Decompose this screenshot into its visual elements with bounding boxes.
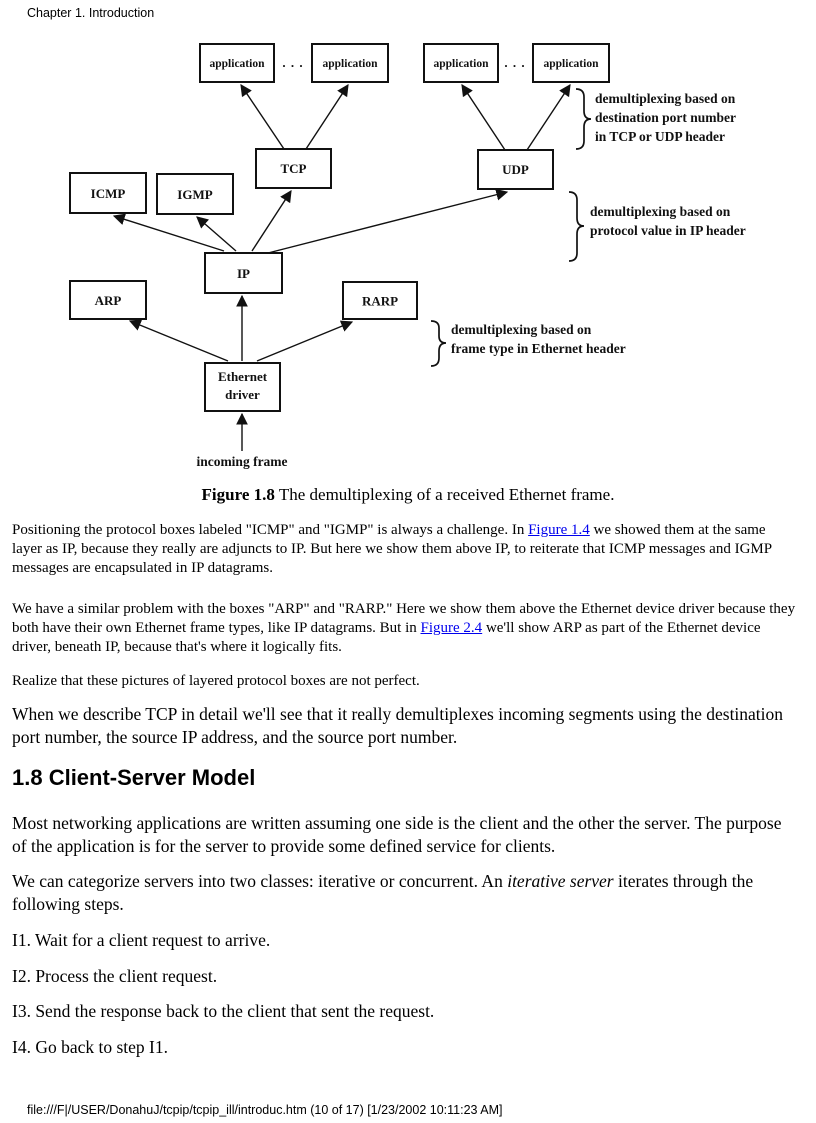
arrow-ip-to-tcp — [251, 190, 292, 252]
step-item-i1: I1. Wait for a client request to arrive. — [12, 930, 271, 950]
figure-2-4-link[interactable]: Figure 2.4 — [420, 620, 483, 636]
application-box-4: application — [532, 43, 610, 83]
arp-label: ARP — [95, 293, 122, 308]
annotation-line: demultiplexing based on — [590, 204, 731, 219]
body-text: Positioning the protocol boxes labeled "… — [12, 521, 796, 1059]
ethernet-driver-label-line1: Ethernet — [218, 369, 268, 384]
step-item-i3: I3. Send the response back to the client… — [12, 1001, 435, 1021]
paragraph-text: iterates through the following steps. — [12, 871, 754, 914]
brace-icon — [430, 320, 447, 367]
annotation-line: frame type in Ethernet header — [451, 341, 626, 356]
ethernet-driver-label-line2: driver — [225, 387, 260, 402]
ethernet-driver-box: Ethernet driver — [204, 362, 281, 412]
icmp-label: ICMP — [91, 186, 126, 201]
figure-caption: Figure 1.8 The demultiplexing of a recei… — [0, 485, 816, 505]
tcp-box: TCP — [255, 148, 332, 189]
paragraph-text: we'll show ARP as part of the Ethernet d… — [12, 620, 761, 655]
file-path-footer: file:///F|/USER/DonahuJ/tcpip/tcpip_ill/… — [27, 1103, 503, 1117]
annotation-line: demultiplexing based on — [595, 91, 736, 106]
chapter-header: Chapter 1. Introduction — [27, 6, 155, 20]
annotation-line: destination port number — [595, 110, 736, 125]
figure-1-8-diagram: application . . . application applicatio… — [69, 43, 746, 469]
application-box-1: application — [199, 43, 275, 83]
paragraph-text: Positioning the protocol boxes labeled "… — [12, 522, 529, 538]
udp-box: UDP — [477, 149, 554, 190]
igmp-label: IGMP — [177, 187, 212, 202]
application-label: application — [434, 58, 490, 70]
ellipsis: . . . — [282, 55, 303, 70]
arrow-ethernet-to-rarp — [256, 320, 354, 362]
rarp-label: RARP — [362, 294, 398, 309]
arrow-udp-to-application-3 — [461, 84, 506, 151]
figure-1-4-link[interactable]: Figure 1.4 — [528, 522, 590, 538]
ip-label: IP — [237, 266, 250, 281]
arrow-ip-to-igmp — [196, 216, 237, 252]
section-heading-client-server-model: 1.8 Client-Server Model — [12, 765, 256, 790]
icmp-box: ICMP — [69, 172, 147, 214]
arrow-tcp-to-application-1 — [240, 84, 285, 150]
annotation-protocol-demux: demultiplexing based on protocol value i… — [568, 191, 746, 262]
brace-icon — [575, 88, 592, 150]
rarp-box: RARP — [342, 281, 418, 320]
paragraph-text: We can categorize servers into two class… — [12, 871, 508, 891]
step-item-i2: I2. Process the client request. — [12, 966, 218, 986]
annotation-port-demux: demultiplexing based on destination port… — [575, 88, 736, 150]
application-label: application — [323, 58, 379, 70]
application-label: application — [210, 58, 266, 70]
igmp-box: IGMP — [156, 173, 234, 215]
demux-arrows — [112, 84, 571, 451]
annotation-frametype-demux: demultiplexing based on frame type in Et… — [430, 320, 626, 367]
iterative-server-term: iterative server — [507, 871, 614, 891]
paragraph-text: We have a similar problem with the boxes… — [12, 601, 796, 636]
paragraph-server-classes: We can categorize servers into two class… — [12, 870, 796, 916]
ellipsis: . . . — [504, 55, 525, 70]
figure-caption-label: Figure 1.8 — [201, 485, 275, 504]
application-box-3: application — [423, 43, 499, 83]
annotation-line: in TCP or UDP header — [595, 129, 725, 144]
arrow-ip-to-udp — [267, 188, 509, 254]
annotation-line: demultiplexing based on — [451, 322, 592, 337]
arrow-udp-to-application-4 — [526, 84, 571, 151]
paragraph-arp-rarp: We have a similar problem with the boxes… — [12, 600, 796, 657]
ip-box: IP — [204, 252, 283, 294]
arrow-ip-to-icmp — [112, 213, 225, 252]
paragraph-text: we showed them at the same layer as IP, … — [12, 522, 772, 576]
paragraph-most-networking: Most networking applications are written… — [12, 813, 782, 856]
udp-label: UDP — [502, 162, 529, 177]
incoming-frame-label: incoming frame — [196, 454, 287, 469]
arrow-tcp-to-application-2 — [305, 84, 349, 150]
tcp-label: TCP — [281, 161, 307, 176]
paragraph-icmp-igmp: Positioning the protocol boxes labeled "… — [12, 521, 796, 578]
paragraph-tcp-demux: When we describe TCP in detail we'll see… — [12, 704, 784, 747]
annotation-line: protocol value in IP header — [590, 223, 746, 238]
figure-caption-text: The demultiplexing of a received Etherne… — [274, 485, 615, 504]
paragraph-realize: Realize that these pictures of layered p… — [12, 673, 420, 689]
step-item-i4: I4. Go back to step I1. — [12, 1037, 169, 1057]
brace-icon — [568, 191, 585, 262]
application-label: application — [544, 58, 600, 70]
arrow-ethernet-to-arp — [128, 319, 229, 362]
application-box-2: application — [311, 43, 389, 83]
arp-box: ARP — [69, 280, 147, 320]
